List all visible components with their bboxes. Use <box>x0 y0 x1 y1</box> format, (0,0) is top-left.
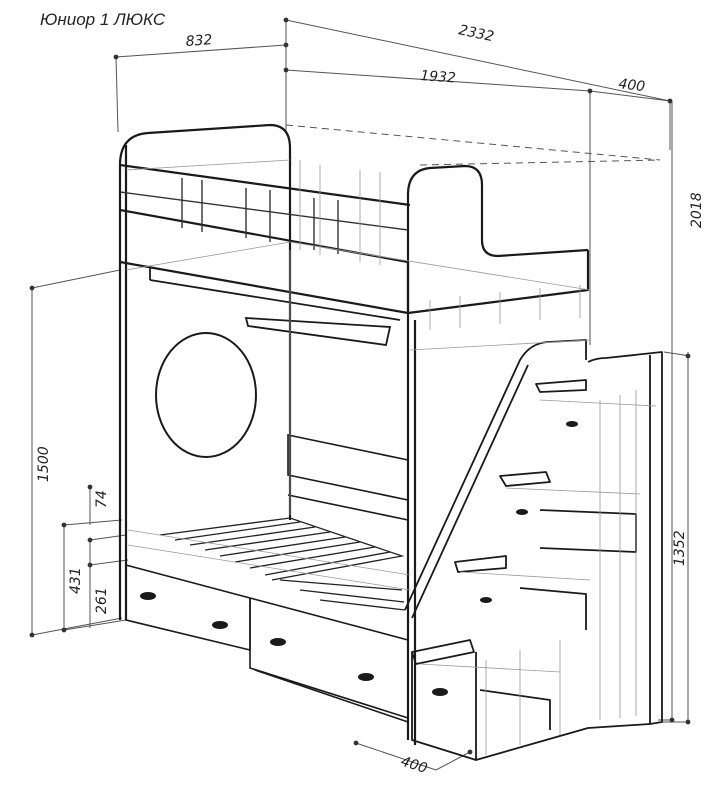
porthole-circle <box>155 332 257 458</box>
dim-label-261: 261 <box>94 587 110 614</box>
lower-drawers <box>125 564 409 723</box>
shelf <box>149 268 401 347</box>
bed-frame <box>118 123 590 745</box>
dimension-labels: 832 2332 1932 400 2018 1500 74 431 261 1… <box>36 22 705 777</box>
dim-label-depth: 832 <box>185 32 213 50</box>
hidden-construction-lines <box>125 159 657 755</box>
stair-handles <box>480 421 578 603</box>
dim-label-431: 431 <box>68 567 84 594</box>
lower-bed-boards <box>287 434 409 521</box>
dim-label-stair-height: 1352 <box>672 530 688 566</box>
dim-label-stair-width-top: 400 <box>618 76 647 95</box>
dim-label-74: 74 <box>94 490 110 508</box>
dim-label-total-height: 2018 <box>689 192 705 228</box>
dimension-dots <box>29 17 691 755</box>
dimension-lines <box>31 19 691 771</box>
dim-label-stair-width-bottom: 400 <box>399 754 429 778</box>
staircase <box>404 339 663 761</box>
dim-label-bed-length: 1932 <box>420 68 457 86</box>
dim-label-total-length: 2332 <box>457 22 495 45</box>
product-title: Юниор 1 ЛЮКС <box>40 10 166 29</box>
dim-label-upper-bed-height: 1500 <box>36 446 52 482</box>
lower-bed-slats <box>159 517 406 611</box>
upper-guard-slats <box>119 178 409 254</box>
drawer-handles <box>140 592 448 696</box>
